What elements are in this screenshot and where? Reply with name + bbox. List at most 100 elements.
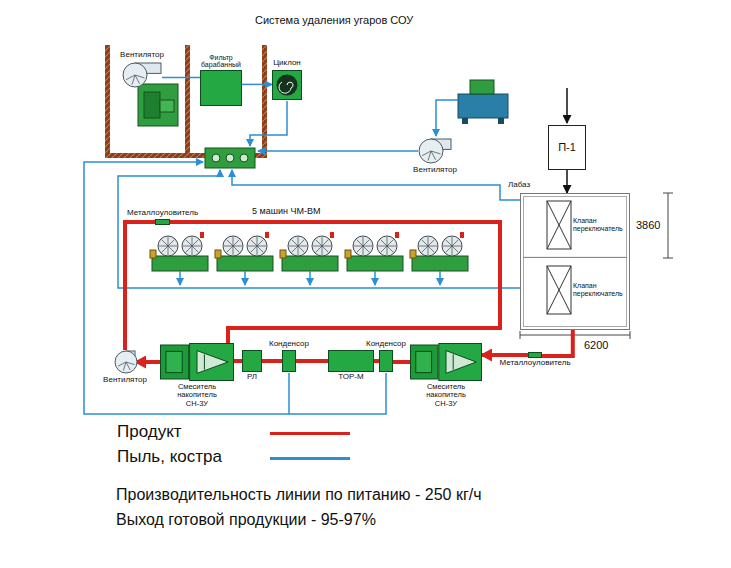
carding-machine bbox=[162, 240, 175, 253]
legend-swatch bbox=[270, 457, 350, 460]
node-label: П-1 bbox=[558, 141, 576, 153]
carding-machine bbox=[374, 271, 376, 285]
waste-machine bbox=[458, 94, 508, 118]
dimension-line bbox=[520, 331, 630, 339]
carding-machine bbox=[251, 240, 264, 253]
legend-text: Пыль, костра bbox=[117, 447, 222, 467]
dust-line bbox=[162, 77, 200, 79]
carding-machine bbox=[280, 232, 338, 285]
carding-machine bbox=[288, 236, 308, 256]
cyclone-outline bbox=[273, 71, 302, 100]
waste-machine bbox=[498, 118, 504, 124]
storage-room-shape bbox=[520, 193, 630, 330]
dust-duct bbox=[436, 100, 458, 136]
metal-catcher: Металлоуловитель bbox=[528, 352, 542, 358]
carding-machine bbox=[282, 256, 338, 271]
waste-machine bbox=[470, 80, 494, 94]
carding-machine bbox=[460, 232, 464, 238]
node-label: Смеситель накопитель СН-3У bbox=[418, 383, 474, 408]
dust-line bbox=[242, 84, 272, 86]
dimension: 3860 bbox=[636, 219, 660, 232]
carding-machine-row bbox=[150, 232, 468, 285]
metal-catcher: Металлоуловитель bbox=[155, 219, 170, 225]
product-line bbox=[262, 359, 282, 363]
feeder-box: П-1 bbox=[548, 125, 586, 170]
carding-machine bbox=[395, 232, 399, 238]
mixer-hopper-shape bbox=[160, 343, 234, 381]
carding-machine bbox=[316, 240, 329, 253]
mixer-hopper-outline bbox=[411, 344, 482, 381]
carding-machine bbox=[150, 232, 208, 285]
distributor-box bbox=[205, 148, 255, 168]
carding-machine bbox=[353, 236, 373, 256]
node-label: Фильтр барабанный bbox=[198, 54, 244, 69]
carding-machine bbox=[247, 236, 267, 256]
dimension: 6200 bbox=[584, 339, 608, 352]
carding-machine bbox=[446, 240, 459, 253]
dust-duct bbox=[84, 100, 520, 414]
fan-shape bbox=[418, 138, 452, 164]
drum-filter: Фильтр барабанный bbox=[200, 70, 242, 106]
switch-valve-outline bbox=[547, 201, 571, 249]
distributor-box bbox=[205, 148, 255, 168]
process-box: ТОР-М bbox=[328, 350, 374, 372]
fan-motor bbox=[138, 84, 178, 126]
waste-machine bbox=[462, 118, 468, 124]
product-line bbox=[542, 330, 573, 356]
carding-machine bbox=[186, 240, 199, 253]
distributor-box bbox=[212, 154, 220, 162]
carding-machine bbox=[347, 256, 403, 271]
dimension-line bbox=[663, 193, 673, 258]
product-line bbox=[393, 360, 410, 364]
node-label: РЛ bbox=[240, 373, 264, 382]
storage-room-outline bbox=[521, 194, 630, 330]
carding-machine bbox=[265, 232, 269, 238]
note: Производительность линии по питанию - 25… bbox=[116, 486, 482, 504]
carding-machine bbox=[244, 271, 246, 285]
carding-machine bbox=[292, 240, 305, 253]
feed-arrow bbox=[566, 88, 568, 123]
dust-duct bbox=[258, 150, 418, 152]
product-line bbox=[125, 222, 155, 350]
carding-machine bbox=[345, 250, 351, 258]
carding-machine bbox=[223, 236, 243, 256]
node-label: Металлоуловитель bbox=[495, 359, 575, 368]
cyclone-shape bbox=[272, 70, 302, 100]
node-label: Конденсор bbox=[361, 340, 411, 349]
fan-shape bbox=[122, 62, 162, 88]
carding-machine bbox=[345, 232, 403, 285]
dust-duct bbox=[84, 162, 386, 414]
distributor-box bbox=[226, 154, 234, 162]
carding-machine bbox=[439, 271, 441, 285]
node-label: Лабаз bbox=[508, 181, 530, 190]
fan-outline bbox=[419, 139, 451, 163]
legend-text: Продукт bbox=[117, 422, 182, 442]
node-label: Циклон bbox=[269, 59, 305, 68]
carding-machine bbox=[412, 256, 468, 271]
fan-motor bbox=[138, 84, 178, 126]
building-walls bbox=[262, 45, 267, 158]
dust-duct bbox=[250, 101, 287, 146]
node-label: Вентилятор bbox=[112, 51, 172, 60]
carding-machine bbox=[418, 236, 438, 256]
fan-outline bbox=[115, 351, 137, 373]
building-walls bbox=[105, 45, 267, 158]
diagram-title: Система удаления угаров СОУ bbox=[255, 14, 413, 27]
carding-machine bbox=[422, 240, 435, 253]
fan: Вентилятор bbox=[114, 350, 136, 374]
cyclone: Циклон bbox=[272, 70, 302, 100]
feed-line bbox=[566, 170, 568, 193]
switch-valve: Клапан переключатель bbox=[546, 265, 626, 315]
node-label: Клапан переключатель bbox=[573, 282, 624, 297]
carding-machine bbox=[152, 256, 208, 271]
carding-machine bbox=[150, 250, 156, 258]
carding-machine bbox=[182, 236, 202, 256]
node-label: Конденсор bbox=[264, 340, 314, 349]
mixer-hopper: Смеситель накопитель СН-3У bbox=[160, 343, 234, 381]
carding-machine bbox=[215, 250, 221, 258]
carding-machine bbox=[158, 236, 178, 256]
legend-swatch bbox=[270, 432, 350, 435]
carding-machine bbox=[200, 232, 204, 238]
